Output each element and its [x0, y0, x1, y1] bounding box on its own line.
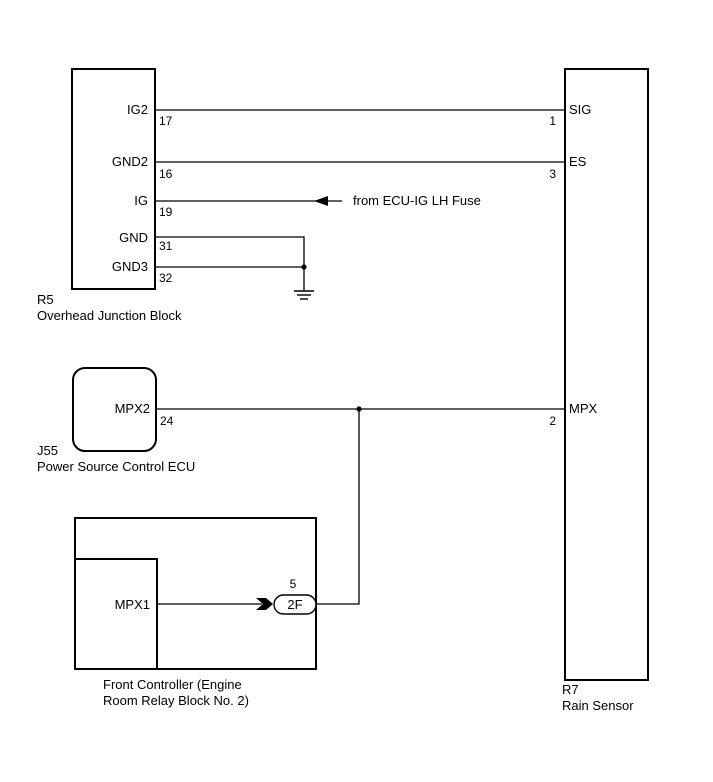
r5-terminal-ig: IG	[134, 193, 148, 208]
r7-pin-3: 3	[549, 167, 556, 181]
r5-pin-17: 17	[159, 114, 173, 128]
r7-terminal-es: ES	[569, 154, 587, 169]
j55-pin-24: 24	[160, 414, 174, 428]
r5-id: R5	[37, 292, 54, 307]
rain-sensor-box	[564, 68, 649, 681]
r5-terminal-gnd2: GND2	[112, 154, 148, 169]
r7-id: R7	[562, 682, 579, 697]
front-controller-terminal-mpx1: MPX1	[115, 597, 150, 612]
r5-terminal-gnd3: GND3	[112, 259, 148, 274]
connector-code: 2F	[287, 597, 302, 612]
front-controller-name-line1: Front Controller (Engine	[103, 677, 242, 692]
arrow-left-icon	[314, 196, 328, 206]
fuse-note: from ECU-IG LH Fuse	[353, 193, 481, 208]
r7-pin-1: 1	[549, 114, 556, 128]
splice-point-ground	[301, 264, 307, 270]
j55-terminal-mpx2: MPX2	[115, 401, 150, 416]
j55-id: J55	[37, 443, 58, 458]
connector-arrow-icon	[256, 598, 273, 610]
front-controller-name-line2: Room Relay Block No. 2)	[103, 693, 249, 708]
r5-pin-32: 32	[159, 271, 173, 285]
ground-icon	[294, 290, 314, 300]
r5-pin-31: 31	[159, 239, 173, 253]
r7-terminal-sig: SIG	[569, 102, 591, 117]
r5-terminal-gnd: GND	[119, 230, 148, 245]
wire-mpx-branch	[316, 409, 360, 605]
front-controller-inner-box	[74, 558, 158, 670]
wire-gnd	[155, 236, 305, 291]
connector-2f	[273, 594, 317, 615]
r5-name: Overhead Junction Block	[37, 308, 182, 323]
r5-terminal-ig2: IG2	[127, 102, 148, 117]
connector-pin-5: 5	[290, 577, 297, 591]
overhead-junction-block-box	[71, 68, 156, 290]
j55-name: Power Source Control ECU	[37, 459, 195, 474]
r7-terminal-mpx: MPX	[569, 401, 598, 416]
r5-pin-19: 19	[159, 205, 173, 219]
r5-pin-16: 16	[159, 167, 173, 181]
r7-name: Rain Sensor	[562, 698, 634, 713]
r7-pin-2: 2	[549, 414, 556, 428]
